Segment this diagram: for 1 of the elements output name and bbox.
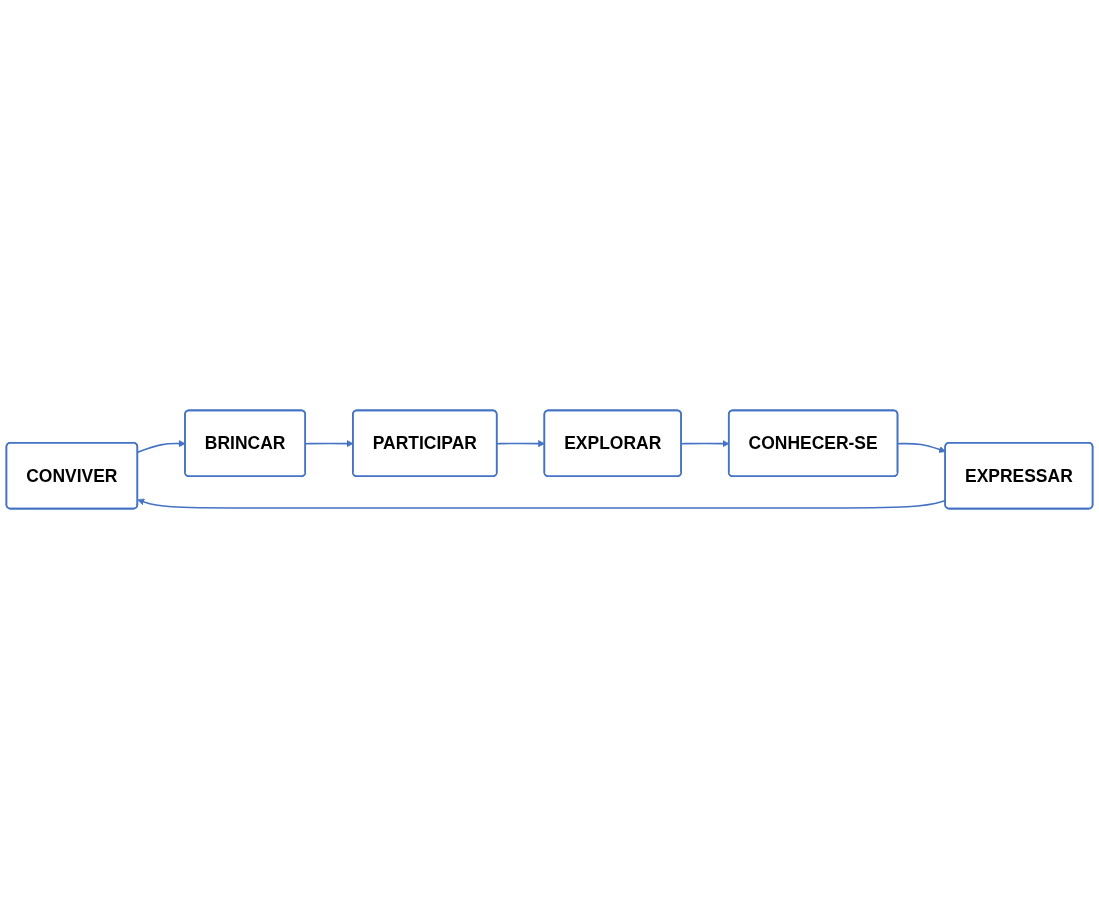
arrow — [897, 442, 946, 453]
